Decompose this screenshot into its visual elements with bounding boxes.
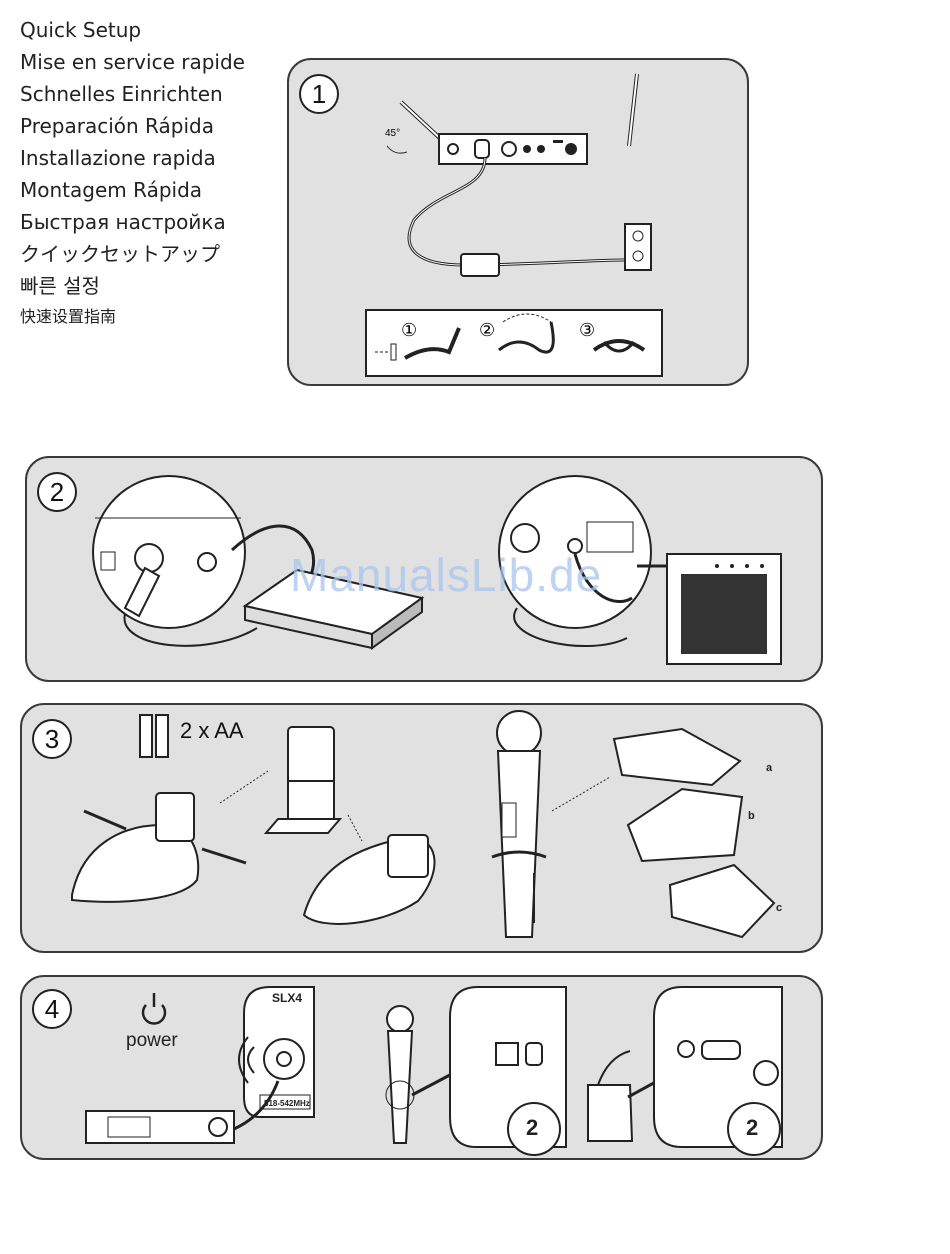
title-zh: 快速设置指南 <box>20 302 280 332</box>
title-es: Preparación Rápida <box>20 110 280 142</box>
receiver-illustration: 45° ① ② ③ <box>289 60 751 388</box>
tag-a: a <box>766 762 772 774</box>
battery-illustration <box>22 705 825 955</box>
step-1-panel: 1 45° ① ② ③ <box>287 58 749 386</box>
tag-c: c <box>776 902 782 914</box>
title-pt: Montagem Rápida <box>20 174 280 206</box>
freq-label: 518-542MHz <box>264 1099 310 1108</box>
timer-right: 2 <box>746 1115 758 1141</box>
title-en: Quick Setup <box>20 14 280 46</box>
power-illustration <box>22 977 825 1162</box>
title-ja: クイックセットアップ <box>20 238 280 270</box>
battery-label: 2 x AA <box>180 718 244 744</box>
substep-3: ③ <box>579 320 595 341</box>
title-ko: 빠른 설정 <box>20 270 280 302</box>
power-icon <box>143 993 165 1024</box>
title-list: Quick Setup Mise en service rapide Schne… <box>20 14 280 332</box>
substep-1: ① <box>401 320 417 341</box>
timer-left: 2 <box>526 1115 538 1141</box>
watermark: ManualsLib.de <box>290 548 602 602</box>
model-label: SLX4 <box>272 991 302 1005</box>
step-3-panel: 3 <box>20 703 823 953</box>
title-fr: Mise en service rapide <box>20 46 280 78</box>
title-de: Schnelles Einrichten <box>20 78 280 110</box>
substep-2: ② <box>479 320 495 341</box>
power-label: power <box>126 1030 178 1052</box>
title-ru: Быстрая настройка <box>20 206 280 238</box>
title-it: Installazione rapida <box>20 142 280 174</box>
step-4-panel: 4 S <box>20 975 823 1160</box>
tag-b: b <box>748 810 755 822</box>
angle-label: 45° <box>385 128 400 139</box>
